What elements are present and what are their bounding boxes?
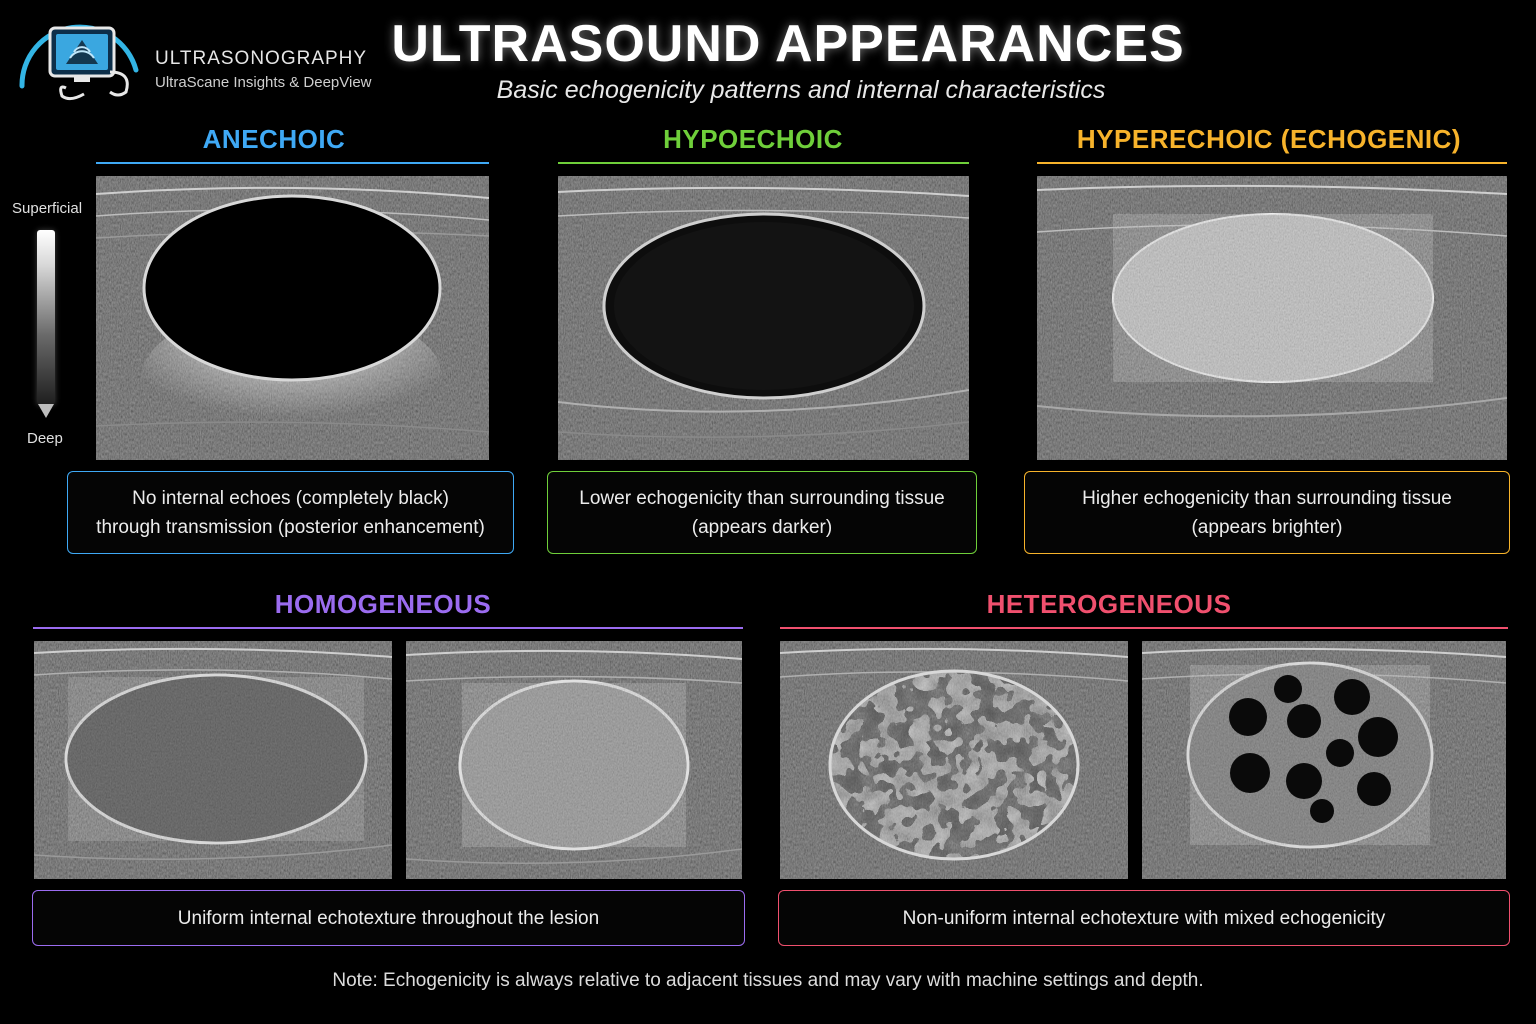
description-hyperechoic: Higher echogenicity than surrounding tis…	[1024, 471, 1510, 554]
section-rule-homogeneous	[33, 627, 743, 629]
section-title-hyperechoic: HYPERECHOIC (ECHOGENIC)	[1076, 124, 1462, 154]
section-title-homogeneous: HOMOGENEOUS	[274, 589, 492, 619]
depth-label-deep: Deep	[27, 430, 63, 447]
depth-gradient-bar	[37, 230, 55, 405]
description-anechoic: No internal echoes (completely black) th…	[67, 471, 514, 554]
description-heterogeneous: Non-uniform internal echotexture with mi…	[778, 890, 1510, 946]
arrow-down-icon	[38, 404, 54, 418]
logo-name: ULTRASONOGRAPHY	[155, 48, 368, 69]
description-line: Non-uniform internal echotexture with mi…	[902, 907, 1386, 929]
app-logo: ULTRASONOGRAPHY UltraScane Insights & De…	[14, 8, 394, 104]
scan-heterogeneous-cystic	[1142, 641, 1506, 879]
scan-homogeneous-hypoechoic	[34, 641, 392, 879]
description-line: through transmission (posterior enhancem…	[96, 516, 485, 538]
scan-hypoechoic	[558, 176, 969, 460]
description-line: (appears brighter)	[1191, 516, 1343, 538]
section-title-heterogeneous: HETEROGENEOUS	[986, 589, 1232, 619]
section-rule-heterogeneous	[780, 627, 1508, 629]
section-title-anechoic: ANECHOIC	[202, 124, 346, 154]
logo-subtitle: UltraScane Insights & DeepView	[155, 74, 372, 91]
description-line: Uniform internal echotexture throughout …	[177, 907, 600, 929]
page-title: ULTRASOUND APPEARANCES	[391, 15, 1185, 73]
description-homogeneous: Uniform internal echotexture throughout …	[32, 890, 745, 946]
scan-hyperechoic	[1037, 176, 1507, 460]
page-subtitle: Basic echogenicity patterns and internal…	[496, 76, 1106, 104]
scan-heterogeneous-mottled	[780, 641, 1128, 879]
section-rule-hypoechoic	[558, 162, 969, 164]
description-line: Higher echogenicity than surrounding tis…	[1082, 487, 1452, 509]
section-title-hypoechoic: HYPOECHOIC	[663, 124, 843, 154]
description-line: Lower echogenicity than surrounding tiss…	[579, 487, 945, 509]
description-line: (appears darker)	[691, 516, 833, 538]
section-rule-anechoic	[96, 162, 489, 164]
section-rule-hyperechoic	[1037, 162, 1507, 164]
footnote: Note: Echogenicity is always relative to…	[332, 970, 1204, 991]
scan-homogeneous-isoechoic	[406, 641, 742, 879]
description-hypoechoic: Lower echogenicity than surrounding tiss…	[547, 471, 977, 554]
ultrasound-monitor-probe-icon	[14, 8, 144, 104]
description-line: No internal echoes (completely black)	[132, 487, 449, 509]
scan-anechoic	[96, 176, 489, 460]
depth-label-superficial: Superficial	[12, 200, 83, 217]
